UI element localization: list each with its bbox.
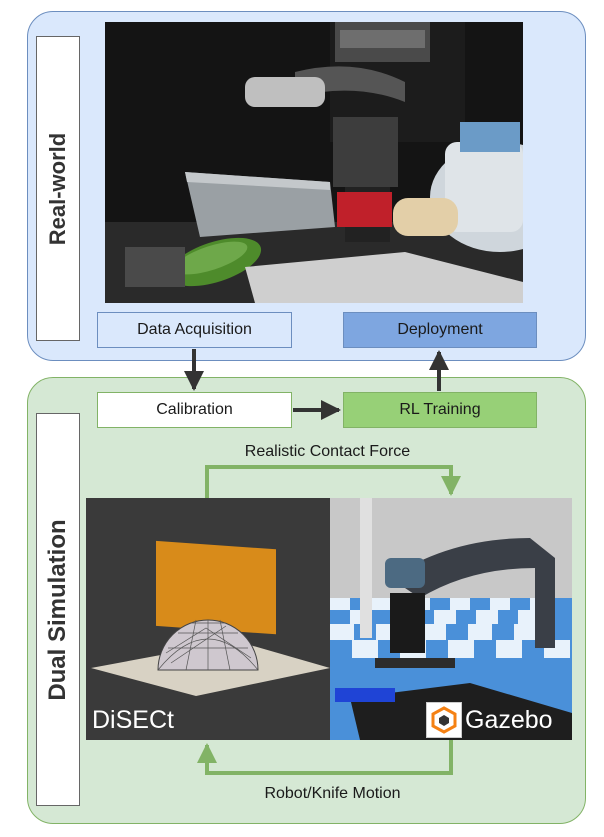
contact-force-caption: Realistic Contact Force — [244, 443, 411, 460]
gazebo-label: Gazebo — [465, 706, 553, 734]
gazebo-logo-badge — [426, 702, 462, 738]
disect-render — [86, 498, 330, 740]
calibration-box: Calibration — [97, 392, 292, 428]
gazebo-render — [330, 498, 572, 740]
data-acquisition-box: Data Acquisition — [97, 312, 292, 348]
deployment-box: Deployment — [343, 312, 537, 348]
real-robot-photo — [105, 22, 523, 303]
real-world-label-box: Real-world — [36, 36, 80, 341]
rl-training-box: RL Training — [343, 392, 537, 428]
disect-label: DiSECt — [92, 706, 174, 734]
gazebo-logo-icon — [431, 706, 457, 734]
robot-motion-caption: Robot/Knife Motion — [264, 785, 401, 802]
arrow-robot-motion — [197, 740, 453, 775]
arrow-contact-force — [205, 465, 461, 498]
dual-simulation-label-box: Dual Simulation — [36, 413, 80, 806]
